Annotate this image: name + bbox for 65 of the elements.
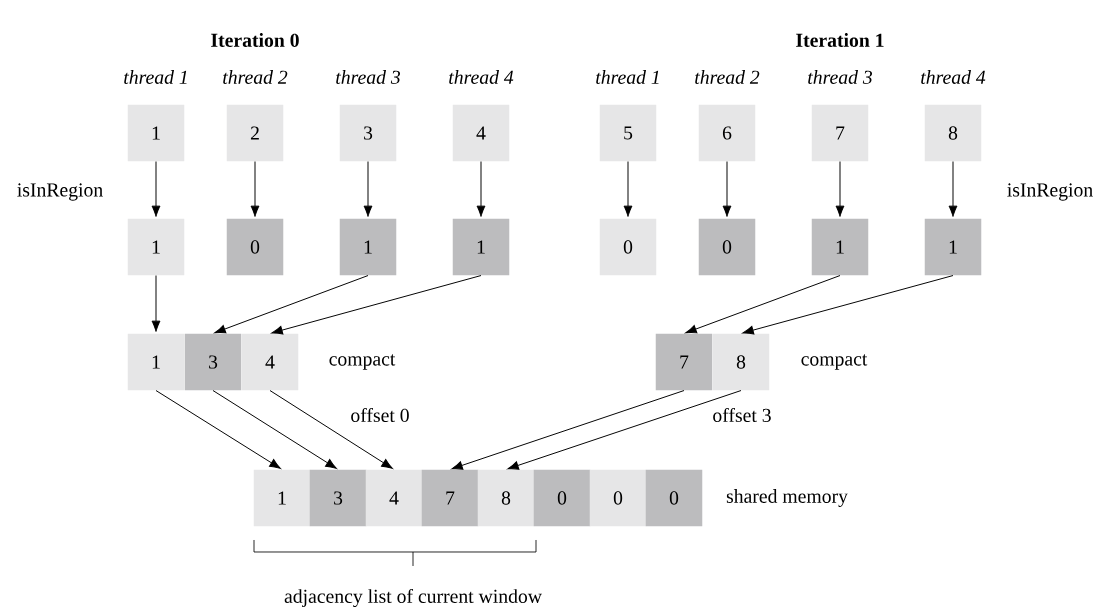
memory-cell: 1: [253, 469, 311, 527]
offset-label: offset 3: [713, 407, 771, 422]
arrow: [363, 161, 373, 217]
row-label: isInRegion: [17, 183, 103, 201]
arrow: [835, 161, 845, 217]
arrow: [271, 275, 482, 335]
arrow: [476, 161, 486, 217]
flag-box: 1: [924, 218, 982, 276]
arrow: [685, 275, 841, 334]
memory-cell: 3: [309, 469, 367, 527]
heading: Iteration 1: [796, 33, 884, 47]
arrow: [451, 390, 685, 470]
flag-box: 0: [599, 218, 657, 276]
memory-cell: 0: [533, 469, 591, 527]
compact-box: 1: [127, 333, 185, 391]
thread-label: thread 2: [695, 70, 760, 84]
thread-label: thread 2: [223, 70, 288, 84]
arrow: [948, 161, 958, 217]
value-box: 1: [127, 104, 185, 162]
row-label: shared memory: [726, 489, 848, 507]
flag-box: 1: [339, 218, 397, 276]
value-box: 7: [811, 104, 869, 162]
arrow: [269, 390, 393, 469]
memory-cell: 0: [589, 469, 647, 527]
flag-box: 1: [452, 218, 510, 276]
flag-box: 0: [226, 218, 284, 276]
thread-label: thread 3: [808, 70, 873, 84]
compact-box: 7: [655, 333, 713, 391]
thread-label: thread 4: [449, 70, 514, 84]
thread-label: thread 1: [124, 70, 187, 84]
compact-box: 3: [184, 333, 242, 391]
value-box: 4: [452, 104, 510, 162]
arrow: [250, 161, 260, 217]
arrow: [742, 275, 954, 335]
arrow: [155, 390, 281, 469]
thread-label: thread 1: [596, 70, 659, 84]
memory-cell: 4: [365, 469, 423, 527]
thread-label: thread 4: [921, 70, 986, 84]
memory-cell: 8: [477, 469, 535, 527]
compact-box: 4: [241, 333, 299, 391]
value-box: 3: [339, 104, 397, 162]
row-label: compact: [801, 354, 868, 370]
arrow: [212, 390, 337, 469]
arrow: [507, 390, 742, 470]
memory-cell: 0: [645, 469, 703, 527]
thread-label: thread 3: [336, 70, 401, 84]
flag-box: 1: [127, 218, 185, 276]
flag-box: 0: [698, 218, 756, 276]
caption: adjacency list of current window: [284, 588, 542, 608]
flag-box: 1: [811, 218, 869, 276]
compact-box: 8: [712, 333, 770, 391]
arrow: [623, 161, 633, 217]
arrow: [151, 275, 161, 332]
offset-label: offset 0: [351, 407, 409, 422]
value-box: 6: [698, 104, 756, 162]
arrow: [214, 275, 369, 334]
row-label: compact: [329, 354, 396, 370]
value-box: 2: [226, 104, 284, 162]
value-box: 8: [924, 104, 982, 162]
arrow: [151, 161, 161, 217]
memory-cell: 7: [421, 469, 479, 527]
heading: Iteration 0: [211, 33, 299, 47]
row-label: isInRegion: [1007, 183, 1093, 201]
arrow: [722, 161, 732, 217]
value-box: 5: [599, 104, 657, 162]
